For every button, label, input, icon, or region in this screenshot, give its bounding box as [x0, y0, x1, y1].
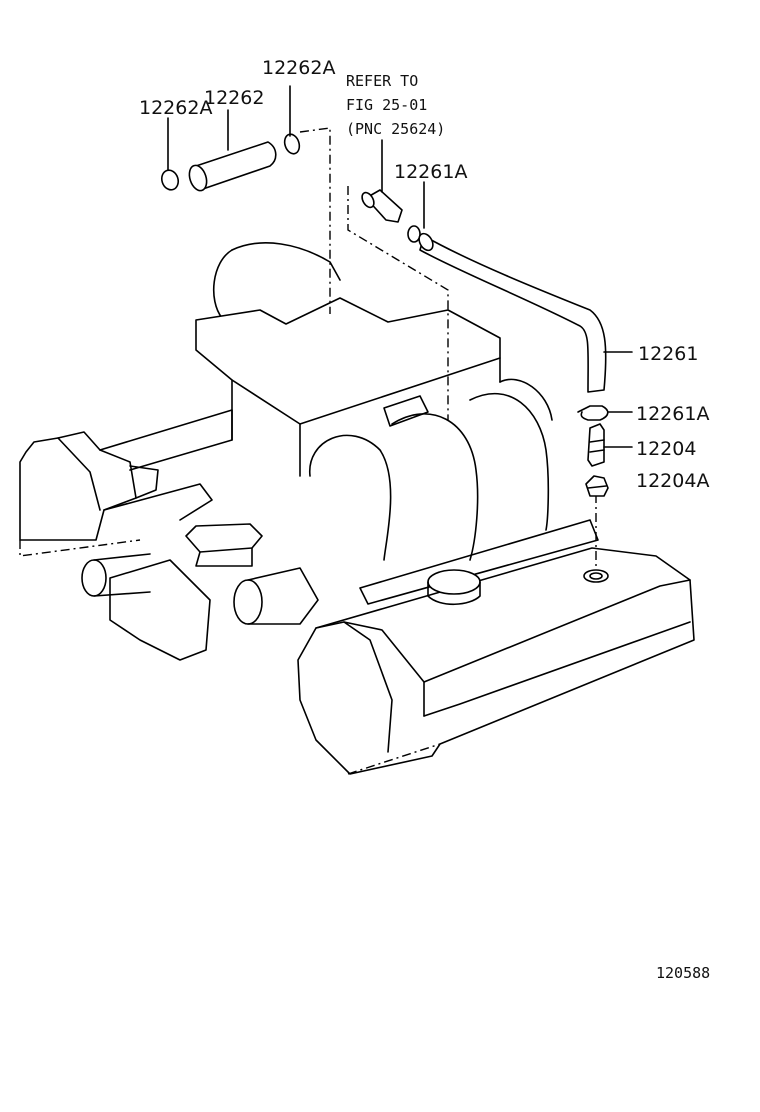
runner-1	[309, 434, 392, 561]
bypass-pipe	[247, 567, 319, 625]
valve-cover-rail	[359, 519, 599, 605]
label-12261a-top: 12261A	[394, 161, 467, 183]
label-12262a-left: 12262A	[139, 97, 212, 119]
label-12262: 12262	[204, 87, 264, 109]
label-12262a-right: 12262A	[262, 57, 335, 79]
oil-filler-cap-side	[427, 581, 481, 606]
intake-top-block	[195, 297, 501, 425]
timing-cover-left	[19, 431, 137, 541]
radiator-cap-neck	[195, 547, 253, 567]
pcv-grommet-hole-inner	[589, 572, 603, 580]
radiator-cap	[185, 523, 263, 553]
refer-line-3: (PNC 25624)	[346, 120, 445, 138]
timing-cover-ridge	[57, 437, 101, 511]
clamp-12261a-bottom	[577, 405, 609, 421]
pcv-valve-ribs	[589, 439, 605, 453]
bypass-pipe-end	[233, 579, 263, 625]
pcv-grommet-hole	[583, 569, 609, 583]
engine-assembly	[19, 242, 695, 775]
left-bank-rail	[99, 409, 233, 471]
leader-left-base	[19, 539, 141, 557]
water-outlet-pipe	[93, 553, 151, 597]
label-12204a: 12204A	[636, 470, 709, 492]
grommet-body	[585, 475, 609, 497]
grommet-lip	[587, 485, 607, 489]
union-fitting-body	[365, 189, 403, 223]
leader-bottom	[347, 743, 441, 775]
leader-12262-to-engine	[299, 127, 331, 314]
hose-12262	[188, 141, 277, 192]
hose-12262-body	[195, 141, 277, 191]
refer-line-1: REFER TO	[346, 72, 418, 90]
label-12261a-bottom: 12261A	[636, 403, 709, 425]
bracket-small	[129, 465, 159, 499]
label-12261: 12261	[638, 343, 698, 365]
union-fitting	[361, 189, 403, 223]
hose-12261	[418, 232, 607, 393]
valve-cover-top-edge	[423, 579, 691, 683]
clamp-12262a-right	[283, 133, 301, 155]
clamp-12262a-left-ring	[160, 169, 180, 191]
hose-12261-body	[419, 235, 607, 393]
plenum-curve-left	[212, 249, 241, 323]
valve-cover-lower-edge	[423, 621, 691, 717]
clamp-12262a-right-ring	[283, 133, 301, 155]
plenum-curve-top	[231, 242, 341, 281]
water-outlet-housing	[109, 559, 211, 661]
refer-line-2: FIG 25-01	[346, 96, 427, 114]
intake-port-slot	[383, 395, 429, 427]
leader-union-to-engine	[347, 186, 449, 420]
clamp-12262a-left	[160, 169, 180, 191]
clamp-12261a-bottom-ring	[577, 405, 609, 421]
hose-12261-end	[418, 232, 434, 252]
valve-cover-right	[297, 547, 695, 775]
clamp-12261a-top-ring	[407, 225, 421, 243]
pcv-valve-12204	[587, 423, 605, 467]
grommet-12204a	[585, 475, 609, 497]
figure-number: 120588	[656, 964, 710, 982]
left-bank-rail-lower	[103, 483, 213, 521]
runner-3	[469, 392, 550, 531]
label-leaders	[167, 85, 633, 448]
pcv-valve-body	[587, 423, 605, 467]
reference-leader-lines	[19, 127, 597, 775]
valve-cover-front-face	[315, 621, 425, 717]
part-labels: 12262A 12262 12262A REFER TO FIG 25-01 (…	[139, 57, 710, 982]
runner-2	[391, 413, 479, 561]
valve-cover-front-edge	[343, 621, 393, 753]
oil-filler-cap-top	[427, 569, 481, 595]
runner-4	[499, 378, 553, 421]
union-fitting-end	[361, 191, 375, 209]
label-12204: 12204	[636, 438, 696, 460]
hose-12262-end	[188, 164, 208, 192]
water-outlet-pipe-end	[81, 559, 107, 597]
